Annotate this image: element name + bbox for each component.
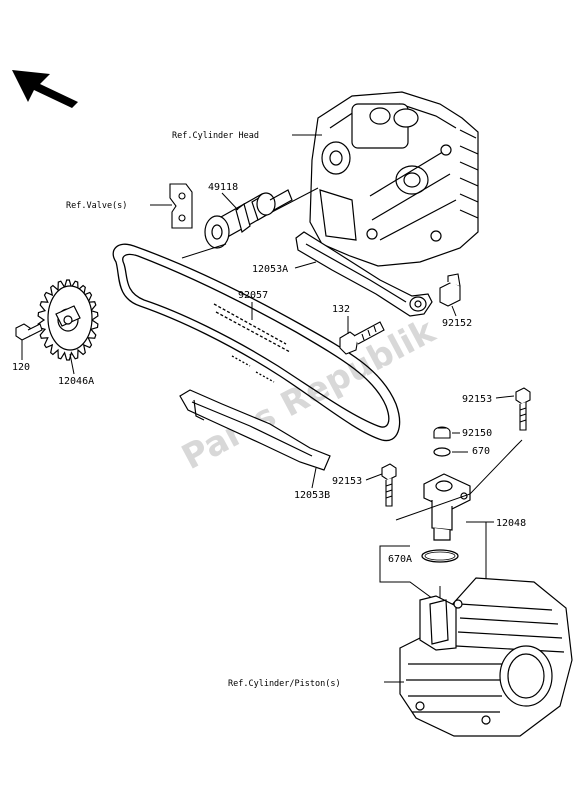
leader-line	[451, 305, 457, 317]
cylinder-head[interactable]	[309, 91, 479, 267]
o-ring-670a[interactable]	[421, 549, 459, 563]
label-12048[interactable]: 12048	[496, 518, 526, 529]
bolt-132[interactable]	[339, 321, 385, 355]
leader-line	[181, 243, 227, 259]
bolt-92153-top[interactable]	[515, 387, 531, 431]
crank-sprocket[interactable]	[37, 279, 99, 361]
label-92153-top[interactable]: 92153	[462, 394, 492, 405]
label-12053a[interactable]: 12053A	[252, 264, 288, 275]
label-132[interactable]: 132	[332, 304, 350, 315]
label-92153-left[interactable]: 92153	[332, 476, 362, 487]
label-ref-cylinder-piston[interactable]: Ref.Cylinder/Piston(s)	[228, 679, 341, 689]
label-ref-valves[interactable]: Ref.Valve(s)	[66, 201, 127, 211]
leader-line	[495, 395, 515, 399]
front-arrow-icon	[12, 70, 78, 108]
label-92152[interactable]: 92152	[442, 318, 472, 329]
pivot-bolt-92152[interactable]	[439, 273, 461, 307]
leader-line	[365, 473, 383, 481]
label-12053b[interactable]: 12053B	[294, 490, 330, 501]
label-92057[interactable]: 92057	[238, 290, 268, 301]
cam-chain[interactable]	[112, 243, 401, 442]
cylinder-block[interactable]	[399, 577, 573, 737]
leader-line	[69, 353, 75, 375]
bolt-120[interactable]	[15, 323, 43, 341]
leader-line	[271, 187, 319, 213]
o-ring-670a-inner	[424, 551, 456, 561]
label-670[interactable]: 670	[472, 446, 490, 457]
cap-bolt-92150[interactable]	[433, 426, 451, 439]
label-49118[interactable]: 49118	[208, 182, 238, 193]
label-12046a[interactable]: 12046A	[58, 376, 94, 387]
leader-line	[221, 192, 239, 211]
o-ring-670[interactable]	[433, 447, 451, 457]
chain-guide-12053a[interactable]	[295, 231, 433, 317]
leader-line	[294, 261, 317, 269]
bolt-92153-left[interactable]	[381, 463, 397, 507]
label-670a[interactable]: 670A	[388, 554, 412, 565]
camshaft[interactable]	[204, 189, 293, 249]
leader-line	[311, 467, 317, 489]
label-120[interactable]: 120	[12, 362, 30, 373]
label-ref-cylinder-head[interactable]: Ref.Cylinder Head	[172, 131, 259, 141]
valve-bracket	[169, 183, 193, 229]
chain-guide-12053b[interactable]	[179, 389, 331, 471]
label-92150[interactable]: 92150	[462, 428, 492, 439]
tensioner-12048[interactable]	[423, 473, 471, 541]
